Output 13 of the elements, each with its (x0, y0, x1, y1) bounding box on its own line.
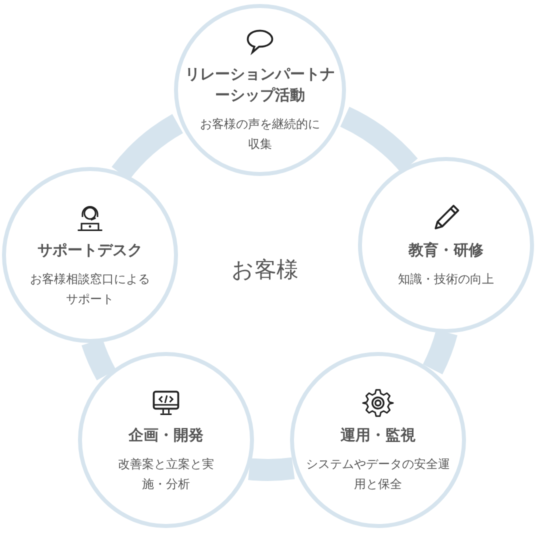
node-description: システムやデータの安全運用と保全 (305, 456, 451, 492)
node-title: 企画・開発 (128, 424, 204, 446)
node-description: お客様相談窓口によるサポート (29, 270, 151, 308)
node-title: リレーションパートナーシップ活動 (185, 64, 335, 106)
node-description: 知識・技術の向上 (397, 270, 495, 288)
node-description: 改善案と立案と実施・分析 (117, 456, 215, 492)
node-title: サポートデスク (36, 240, 144, 260)
node-title: 教育・研修 (407, 240, 484, 260)
center-label: お客様 (230, 257, 300, 285)
node-description: お客様の声を継続的に収集 (199, 116, 321, 153)
node-title: 運用・監視 (340, 424, 416, 446)
ring-connector (248, 457, 294, 481)
ring-connector (340, 106, 418, 174)
